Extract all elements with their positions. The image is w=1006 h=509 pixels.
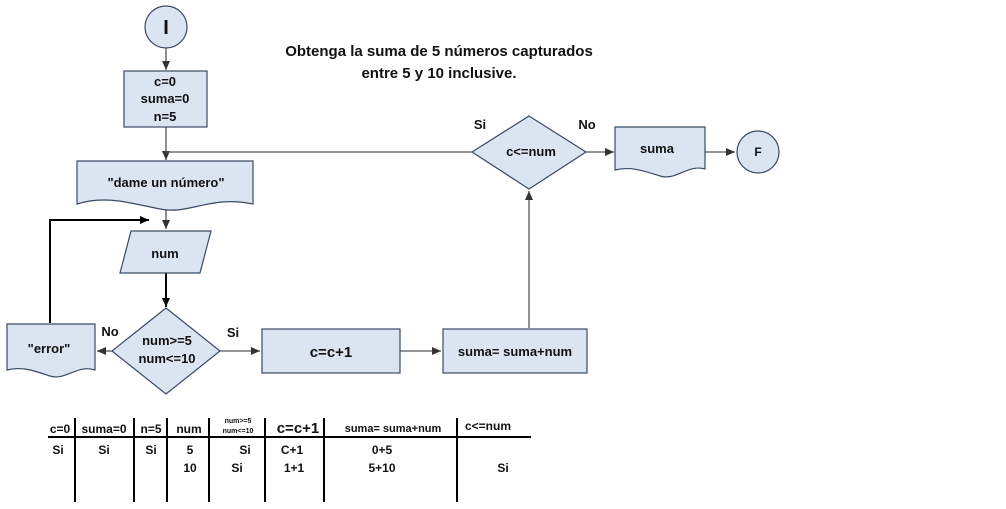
accumulate-process: suma= suma+num <box>442 328 588 374</box>
trace-cell: 5 <box>187 443 194 457</box>
init-line-2: suma=0 <box>141 91 190 106</box>
trace-cell: 5+10 <box>368 461 395 475</box>
end-node: F <box>736 130 780 174</box>
validate-line-1: num>=5 <box>142 333 192 348</box>
init-line-3: n=5 <box>154 109 177 124</box>
trace-cell: Si <box>239 443 250 457</box>
trace-cell: 10 <box>183 461 197 475</box>
trace-header-increment: c=c+1 <box>277 420 320 437</box>
trace-header-validate-2: num<=10 <box>223 428 254 435</box>
output-text: suma <box>640 141 675 156</box>
connector-error-back-to-input <box>49 216 149 323</box>
loop-no-label: No <box>578 117 595 132</box>
title-line-2: entre 5 y 10 inclusive. <box>361 65 516 82</box>
loop-yes-label: Si <box>474 117 486 132</box>
increment-process: c=c+1 <box>261 328 401 374</box>
error-document: "error" <box>6 323 96 378</box>
trace-header-num: num <box>176 422 201 436</box>
start-node: I <box>144 5 188 49</box>
trace-cell: Si <box>52 443 63 457</box>
trace-table: c=0 suma=0 n=5 num num>=5 num<=10 c=c+1 … <box>48 418 531 502</box>
trace-header-suma: suma=0 <box>81 422 126 436</box>
accumulate-text: suma= suma+num <box>458 344 572 359</box>
trace-cell: Si <box>145 443 156 457</box>
trace-header-condition: c<=num <box>465 419 511 433</box>
end-label: F <box>754 145 761 159</box>
input-parallelogram: num <box>119 230 212 274</box>
trace-cell: Si <box>231 461 242 475</box>
error-text: "error" <box>28 341 71 356</box>
start-label: I <box>163 17 169 39</box>
title-line-1: Obtenga la suma de 5 números capturados <box>285 43 593 60</box>
loop-condition-text: c<=num <box>506 144 556 159</box>
trace-cell: 1+1 <box>284 461 305 475</box>
trace-cell: Si <box>497 461 508 475</box>
output-document: suma <box>614 126 706 178</box>
trace-header-n: n=5 <box>140 422 161 436</box>
prompt-document: "dame un número" <box>76 160 254 211</box>
init-line-1: c=0 <box>154 74 176 89</box>
increment-text: c=c+1 <box>310 344 353 361</box>
validate-yes-label: Si <box>227 325 239 340</box>
trace-header-c: c=0 <box>50 422 71 436</box>
prompt-text: "dame un número" <box>107 175 224 190</box>
init-process: c=0 suma=0 n=5 <box>123 70 208 128</box>
trace-cell: Si <box>98 443 109 457</box>
trace-header-accumulate: suma= suma+num <box>345 423 442 435</box>
input-label: num <box>151 246 178 261</box>
validate-decision: num>=5 num<=10 <box>111 307 221 395</box>
trace-cell: C+1 <box>281 443 304 457</box>
trace-cell: 0+5 <box>372 443 393 457</box>
validate-line-2: num<=10 <box>138 351 195 366</box>
validate-no-label: No <box>101 324 118 339</box>
loop-condition-decision: c<=num <box>470 115 588 190</box>
trace-header-validate-1: num>=5 <box>225 418 252 425</box>
